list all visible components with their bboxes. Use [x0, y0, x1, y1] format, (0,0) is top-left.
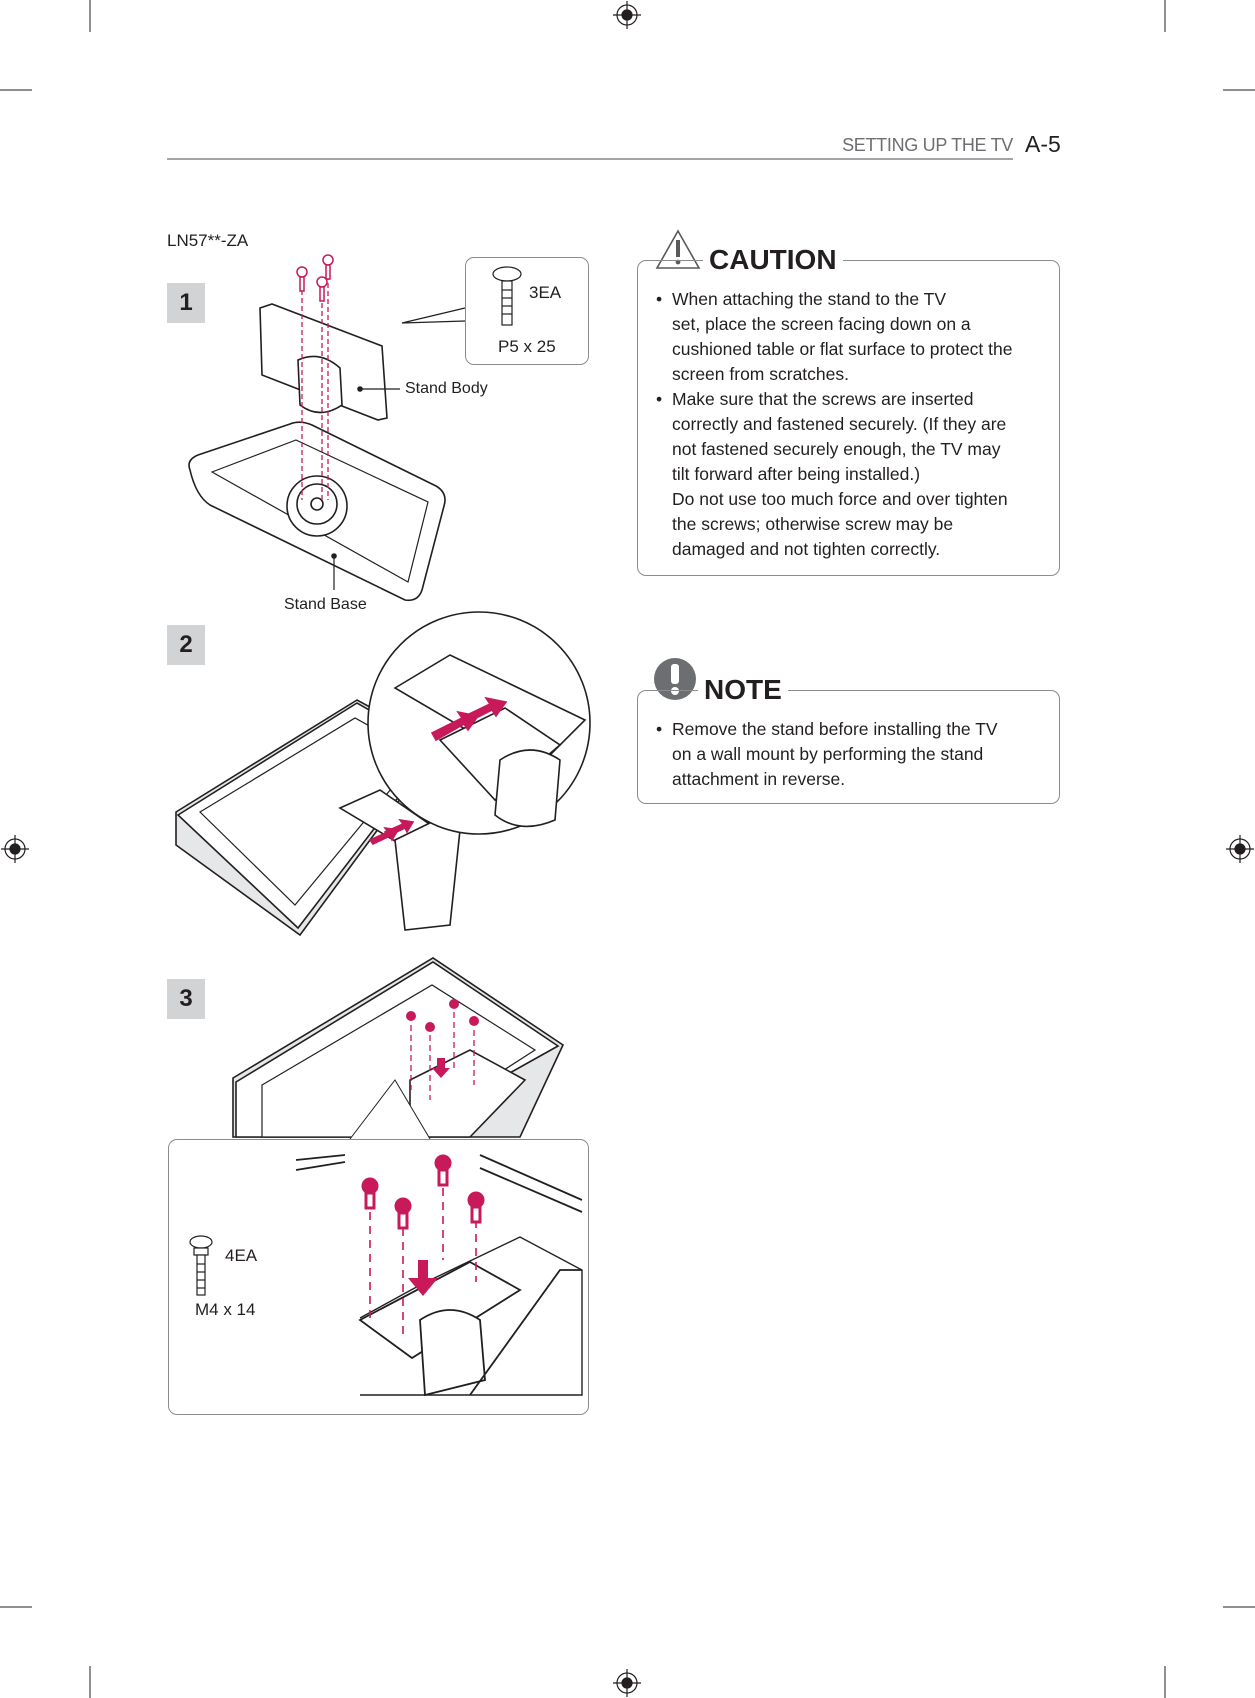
- caution-line: Make sure that the screws are inserted: [656, 387, 1052, 412]
- page-number: A-5: [1025, 131, 1061, 157]
- caution-line: correctly and fastened securely. (If the…: [672, 414, 1007, 434]
- model-name: LN57**-ZA: [167, 231, 249, 250]
- screw-spec: M4 x 14: [195, 1300, 256, 1319]
- screw-icon: [492, 266, 522, 326]
- screw-quantity: 3EA: [529, 283, 562, 302]
- note-box: [637, 690, 1060, 804]
- stand-body-label: Stand Body: [405, 380, 488, 397]
- caution-line: When attaching the stand to the TV: [656, 287, 1052, 312]
- screw-icon: [296, 254, 334, 302]
- screw-icon: [189, 1235, 213, 1296]
- caution-box: [637, 260, 1060, 576]
- screw-spec: P5 x 25: [498, 337, 556, 356]
- caution-line: damaged and not tighten correctly.: [672, 539, 941, 559]
- caution-title: CAUTION: [703, 244, 843, 276]
- caution-list: When attaching the stand to the TV set, …: [656, 287, 1052, 562]
- note-line: on a wall mount by performing the stand: [672, 744, 984, 764]
- step-1-badge: 1: [167, 283, 205, 323]
- caution-line: cushioned table or flat surface to prote…: [672, 339, 1013, 359]
- caution-line: Do not use too much force and over tight…: [672, 489, 1008, 509]
- section-title: SETTING UP THE TV: [842, 135, 1013, 155]
- caution-line: screen from scratches.: [672, 364, 849, 384]
- exclamation-circle-icon: [654, 658, 696, 700]
- screw-icon: [361, 1154, 485, 1230]
- screw-quantity: 4EA: [225, 1246, 258, 1265]
- screw-fasten-diagram: [232, 957, 565, 1140]
- note-line: Remove the stand before installing the T…: [656, 717, 1052, 742]
- caution-line: not fastened securely enough, the TV may: [672, 439, 1001, 459]
- stand-attach-diagram: [175, 611, 591, 937]
- stand-assembly-diagram: [188, 254, 522, 602]
- step-3-badge: 3: [167, 979, 205, 1019]
- screw-callout-box: [465, 257, 589, 365]
- stand-base-label: Stand Base: [284, 596, 367, 613]
- note-list: Remove the stand before installing the T…: [656, 717, 1052, 792]
- caution-line: set, place the screen facing down on a: [672, 314, 971, 334]
- note-line: attachment in reverse.: [672, 769, 846, 789]
- step-2-badge: 2: [167, 625, 205, 665]
- caution-line: the screws; otherwise screw may be: [672, 514, 954, 534]
- note-title: NOTE: [698, 674, 788, 706]
- screw-icon: [406, 999, 479, 1078]
- detail-box: [168, 1139, 589, 1415]
- arrow-down-icon: [408, 1260, 438, 1296]
- screw-detail-diagram: [189, 1154, 583, 1397]
- caution-line: tilt forward after being installed.): [672, 464, 921, 484]
